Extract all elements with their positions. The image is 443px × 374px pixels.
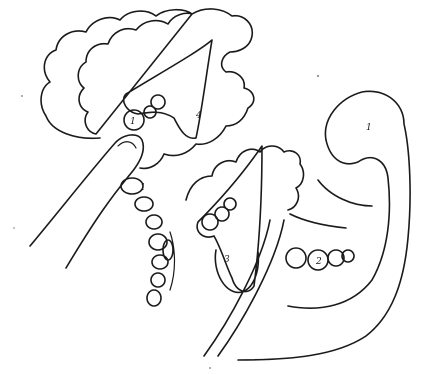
chain-ring-7: [147, 290, 161, 306]
paper-speck: [21, 95, 23, 97]
label-three: 3: [224, 255, 230, 265]
finger-tip-crease: [118, 142, 136, 148]
right-lobe-lower-fold: [290, 214, 346, 228]
right-node-1: [286, 248, 306, 268]
upper-lobe-outline: [78, 9, 254, 168]
lower-inner-loop: [215, 250, 258, 292]
upper-lobe-outer-contour: [41, 10, 192, 139]
lower-triangle-fold: [197, 146, 262, 292]
chain-ring-3: [146, 215, 162, 229]
chain-ring-2: [135, 197, 153, 211]
lower-node-small: [224, 198, 236, 210]
finger-outline: [30, 135, 143, 268]
label-four: 4: [195, 111, 202, 121]
upper-triangle-fold: [124, 40, 212, 138]
chain-ring-5: [152, 255, 168, 269]
lower-lobe-outline: [186, 146, 303, 210]
label-left-lump: 1: [140, 183, 146, 193]
paper-speck: [317, 75, 319, 77]
paper-speck: [13, 227, 15, 229]
upper-node-small: [151, 95, 165, 109]
label-one-upper: 1: [130, 117, 136, 127]
chain-ring-8: [163, 240, 173, 260]
label-two: 2: [315, 257, 322, 267]
right-lobe-inner-curl: [288, 140, 389, 308]
paper-speck: [209, 367, 211, 369]
chain-ring-6: [151, 273, 165, 287]
label-one-right: 1: [366, 123, 372, 133]
right-lobe-fold: [318, 180, 372, 206]
